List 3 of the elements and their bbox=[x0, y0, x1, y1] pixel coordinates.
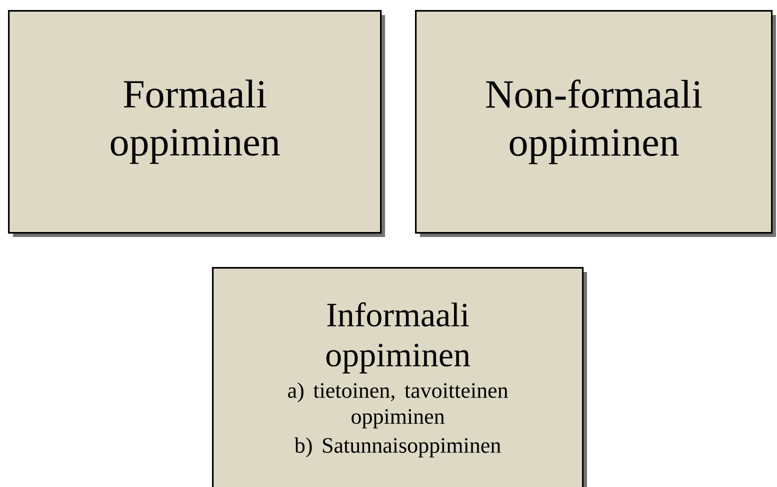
text-box: Formaali oppiminen bbox=[8, 10, 385, 237]
text-box: Informaali oppiminen a) tietoinen, tavoitteinen oppiminen b) Satunnaisoppiminen bbox=[212, 267, 587, 487]
text-box: Non-formaali oppiminen bbox=[415, 10, 776, 237]
